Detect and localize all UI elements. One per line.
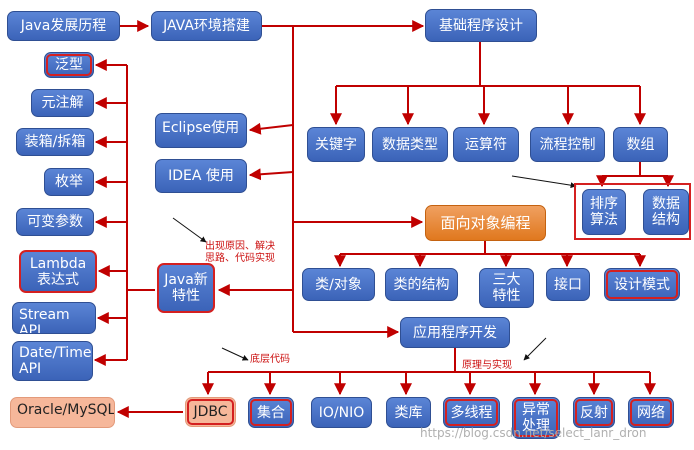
node-java-env: JAVA环境搭建 [151, 11, 262, 41]
node-interface: 接口 [546, 268, 590, 301]
node-keywords: 关键字 [307, 127, 365, 162]
note-low-level-code: 底层代码 [250, 354, 290, 365]
node-oop: 面向对象编程 [425, 205, 546, 241]
array-children-highlight [574, 183, 691, 240]
note-reasons: 出现原因、解决 思路、代码实现 [205, 241, 275, 264]
node-enums: 枚举 [44, 168, 94, 196]
node-exceptions: 异常 处理 [512, 397, 560, 439]
node-flow-control: 流程控制 [530, 127, 605, 162]
node-stream-api: Stream API [12, 302, 96, 334]
node-reflection: 反射 [573, 397, 615, 428]
node-app-dev: 应用程序开发 [400, 317, 510, 348]
node-generics: 泛型 [44, 52, 94, 78]
node-lambda: Lambda 表达式 [19, 250, 97, 293]
node-class-structure: 类的结构 [385, 268, 458, 301]
node-class-library: 类库 [386, 397, 431, 428]
node-varargs: 可变参数 [16, 208, 94, 236]
watermark-url: https://blog.csdn.net/select_lanr_dron [420, 426, 647, 440]
node-idea: IDEA 使用 [155, 159, 247, 193]
node-datetime-api: Date/Time API [12, 341, 93, 381]
node-multithreading: 多线程 [443, 397, 500, 428]
node-annotations: 元注解 [31, 89, 94, 117]
node-oracle-mysql: Oracle/MySQL [10, 397, 115, 428]
node-sort-algorithms: 排序 算法 [582, 189, 626, 235]
node-basic-programming: 基础程序设计 [425, 9, 537, 42]
node-data-structures: 数据 结构 [643, 189, 689, 235]
node-operators: 运算符 [453, 127, 519, 162]
node-networking: 网络 [628, 397, 674, 428]
node-java-new-features: Java新 特性 [157, 263, 215, 313]
node-data-types: 数据类型 [372, 127, 448, 162]
node-java-history: Java发展历程 [7, 11, 120, 41]
node-boxing: 装箱/拆箱 [16, 128, 94, 156]
node-arrays: 数组 [613, 127, 668, 162]
node-io-nio: IO/NIO [311, 397, 372, 428]
node-class-object: 类/对象 [302, 268, 375, 301]
note-principle-impl: 原理与实现 [462, 360, 512, 371]
node-design-patterns: 设计模式 [604, 268, 680, 301]
node-three-features: 三大 特性 [479, 268, 534, 308]
node-eclipse: Eclipse使用 [155, 113, 247, 148]
node-jdbc: JDBC [185, 397, 236, 427]
node-collections: 集合 [248, 397, 294, 428]
